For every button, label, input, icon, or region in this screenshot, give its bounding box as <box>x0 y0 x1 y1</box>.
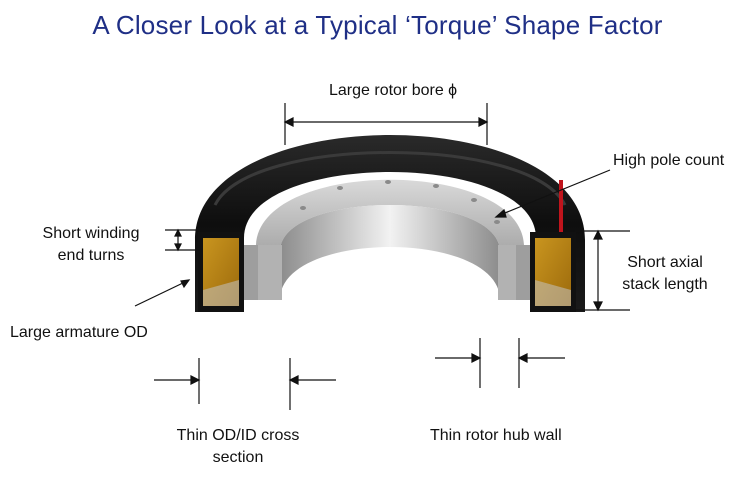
page-title: A Closer Look at a Typical ‘Torque’ Shap… <box>92 10 663 40</box>
stator-highlight <box>213 151 567 206</box>
cross-label-line2: section <box>212 449 264 466</box>
axial-label-line1: Short axial <box>627 254 703 271</box>
winding-label: Short winding end turns <box>36 223 146 267</box>
winding-end-dimension <box>165 228 200 252</box>
rotor-inner-wall <box>280 205 500 298</box>
pole-count-label: High pole count <box>613 152 725 169</box>
right-cross-section <box>516 232 576 312</box>
hub-wall-label: Thin rotor hub wall <box>430 427 562 444</box>
cross-section-dimension <box>154 358 336 410</box>
armature-od-leader <box>134 279 191 307</box>
winding-label-line1: Short winding <box>42 225 140 242</box>
rotor-bore-label: Large rotor bore ϕ <box>329 82 458 99</box>
rotor-bolt-holes <box>300 180 500 224</box>
rotor-top-face <box>256 179 524 250</box>
stator-ring <box>195 135 585 312</box>
cross-section-label: Thin OD/ID cross section <box>163 425 313 469</box>
axial-stack-label: Short axial stack length <box>615 252 715 296</box>
pole-count-leader <box>494 169 611 218</box>
cross-label-line1: Thin OD/ID cross <box>176 427 300 444</box>
axial-stack-dimension <box>575 229 630 312</box>
winding-label-line2: end turns <box>57 247 125 264</box>
rotor-bore-dimension <box>283 103 489 145</box>
armature-od-label: Large armature OD <box>10 324 148 341</box>
left-cross-section <box>198 232 258 312</box>
hub-wall-dimension <box>435 338 565 388</box>
axial-label-line2: stack length <box>622 276 708 293</box>
